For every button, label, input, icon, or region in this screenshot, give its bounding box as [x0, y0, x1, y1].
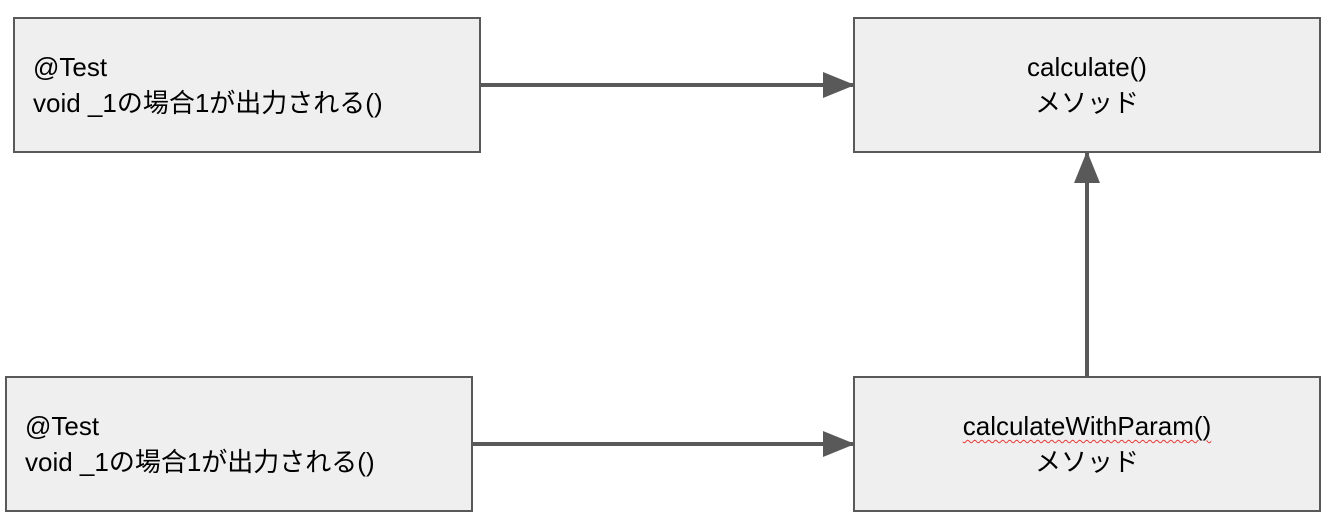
calculate-method-label: calculate() メソッド [855, 49, 1319, 121]
test-method-signature-text: void _1の場合1が出力される() [33, 88, 383, 118]
calculate-method-kind-text: メソッド [1034, 88, 1139, 118]
calculate-with-param-name-line: calculateWithParam() [855, 408, 1319, 444]
calculate-method-name-text: calculate() [1027, 52, 1147, 82]
test-annotation-text: @Test [25, 411, 100, 441]
calculate-method-box[interactable]: calculate() メソッド [853, 17, 1321, 153]
test-method-label-top: @Test void _1の場合1が出力される() [33, 49, 383, 121]
test-method-signature-text: void _1の場合1が出力される() [25, 447, 375, 477]
calculate-with-param-method-box[interactable]: calculateWithParam() メソッド [853, 376, 1321, 512]
test-method-box-bottom[interactable]: @Test void _1の場合1が出力される() [5, 376, 473, 512]
calculate-with-param-method-label: calculateWithParam() メソッド [855, 408, 1319, 480]
test-method-label-bottom: @Test void _1の場合1が出力される() [25, 408, 375, 480]
calculate-with-param-name-text: calculateWithParam() [962, 411, 1212, 441]
test-annotation-text: @Test [33, 52, 108, 82]
calculate-with-param-kind-text: メソッド [1034, 447, 1139, 477]
test-method-box-top[interactable]: @Test void _1の場合1が出力される() [13, 17, 481, 153]
